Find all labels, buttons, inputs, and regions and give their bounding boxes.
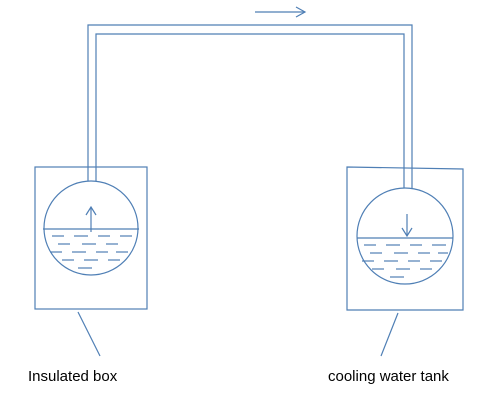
connecting-pipe [87,24,413,190]
flow-direction-arrow [255,6,307,18]
right-liquid-dashes [362,244,448,278]
left-vessel [43,180,139,276]
insulated-box-leader-line [77,311,101,357]
cooling-water-tank [346,166,464,357]
right-down-arrow [401,214,413,238]
insulated-box [34,166,148,357]
left-up-arrow [85,205,97,232]
cooling-water-tank-label: cooling water tank [328,368,449,385]
right-vessel [356,187,454,285]
cooling-tank-leader-line [380,312,399,357]
left-liquid-dashes [50,235,132,269]
insulated-box-label: Insulated box [28,368,118,385]
